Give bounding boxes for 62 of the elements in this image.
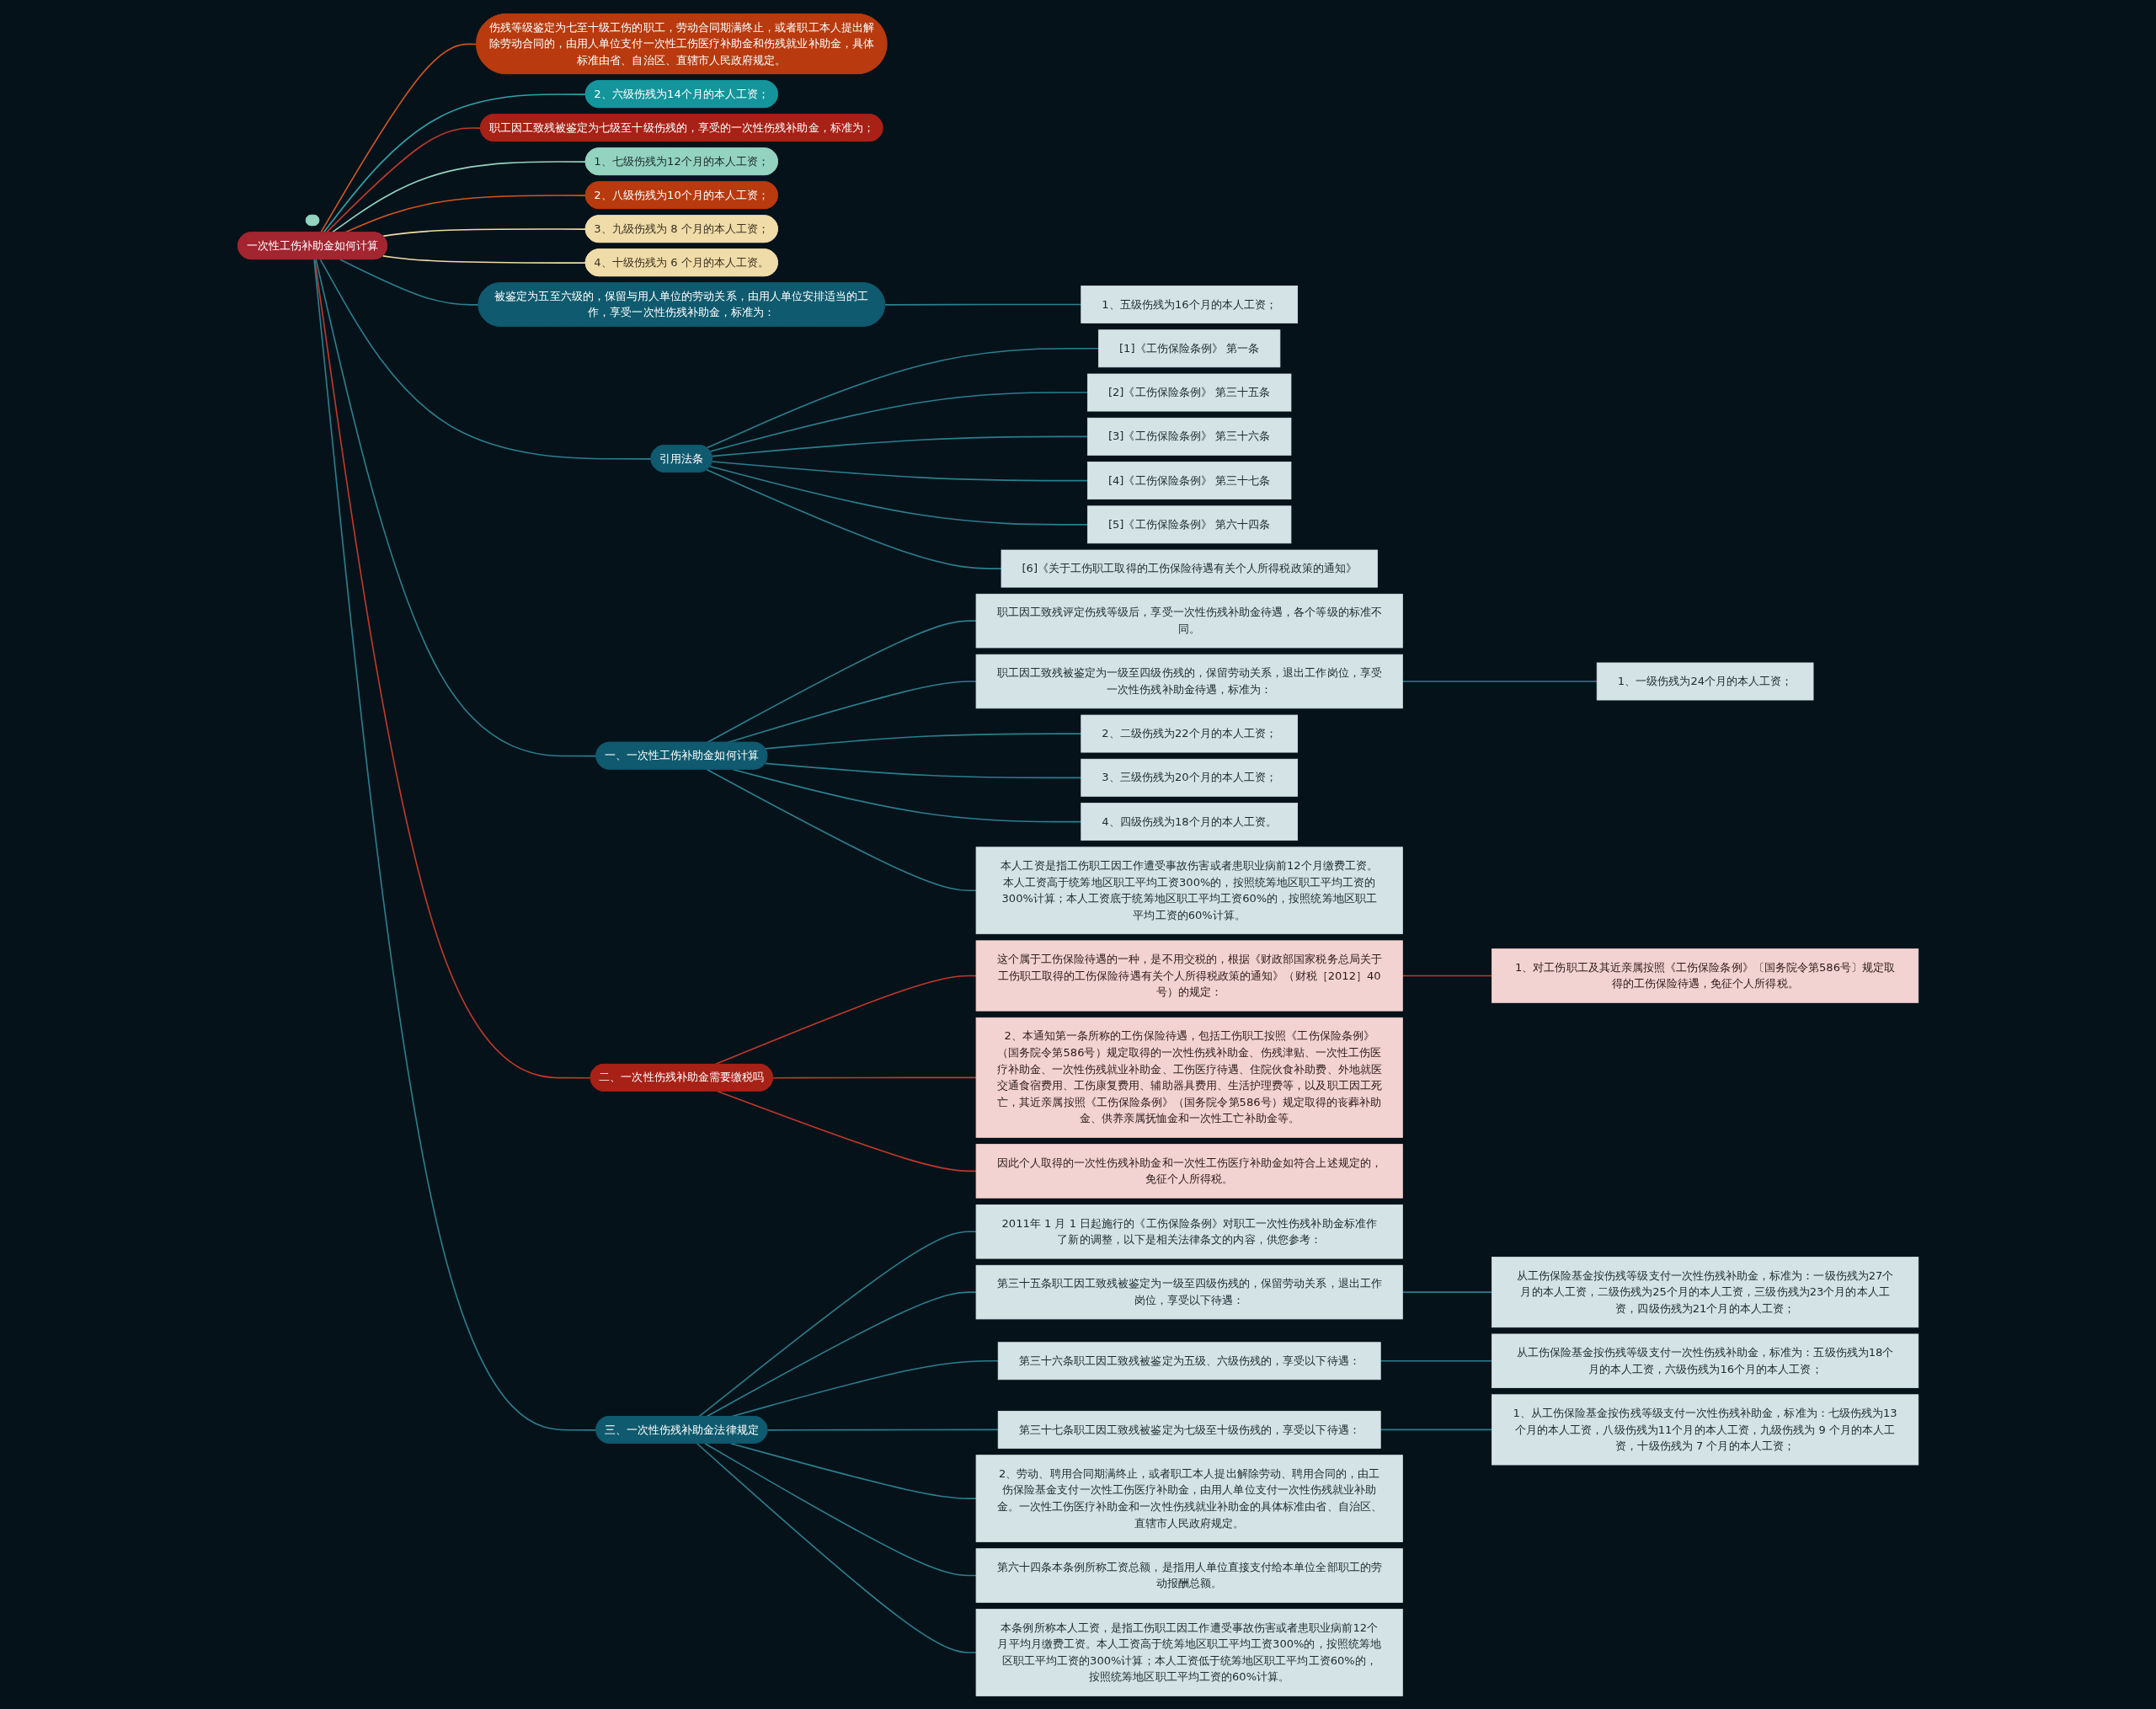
connector xyxy=(319,43,478,233)
node-box xyxy=(1596,662,1814,700)
connector xyxy=(339,258,480,306)
node-box xyxy=(1097,328,1281,367)
connector xyxy=(764,732,1082,750)
node-box xyxy=(975,1454,1403,1542)
node-box xyxy=(1081,758,1298,797)
connector xyxy=(771,1076,977,1079)
connector xyxy=(1380,1359,1493,1362)
connector xyxy=(709,391,1089,452)
node-box xyxy=(975,593,1403,648)
node-box xyxy=(1001,549,1378,588)
connector xyxy=(323,93,587,233)
connector xyxy=(331,160,587,233)
connector xyxy=(1401,1290,1493,1293)
node-box xyxy=(1081,285,1298,323)
connector xyxy=(766,1429,999,1431)
connector xyxy=(315,258,597,756)
connector xyxy=(1401,680,1598,682)
connector xyxy=(704,1442,977,1576)
node-box xyxy=(1086,505,1292,543)
node-box xyxy=(997,1341,1381,1380)
node-box xyxy=(1491,1393,1919,1465)
node-box xyxy=(1081,802,1298,841)
connector xyxy=(1401,975,1493,976)
connector xyxy=(706,768,977,891)
node-box xyxy=(1081,714,1298,753)
node-box xyxy=(975,654,1403,708)
node-box xyxy=(975,939,1403,1012)
node-box xyxy=(975,1017,1403,1138)
connector xyxy=(883,303,1082,306)
connector xyxy=(705,1290,977,1418)
connector xyxy=(325,126,482,233)
connector xyxy=(764,762,1082,778)
node-box xyxy=(1086,417,1292,456)
node-box xyxy=(1491,948,1919,1003)
connector xyxy=(1380,1429,1493,1430)
connector xyxy=(729,1442,977,1499)
node-box xyxy=(975,846,1403,934)
connector xyxy=(313,258,597,1431)
node-box xyxy=(1491,1333,1919,1388)
connector xyxy=(732,768,1082,822)
connector xyxy=(313,258,592,1079)
connector xyxy=(319,258,653,460)
connector xyxy=(711,460,1089,481)
connector xyxy=(382,254,587,264)
node-box xyxy=(997,1410,1381,1449)
connector xyxy=(717,1090,977,1172)
connector xyxy=(696,1442,977,1653)
connector xyxy=(709,465,1089,526)
node-box xyxy=(975,1547,1403,1603)
node-box xyxy=(975,1608,1403,1696)
connector xyxy=(706,468,1002,569)
connector xyxy=(711,435,1089,457)
node-box xyxy=(1086,461,1292,499)
connector xyxy=(697,1230,977,1418)
node-box xyxy=(975,1264,1403,1319)
node-box xyxy=(975,1143,1403,1199)
node-box xyxy=(1086,373,1292,412)
node-box xyxy=(1491,1256,1919,1327)
node-box xyxy=(975,1204,1403,1259)
connector xyxy=(706,347,1100,449)
